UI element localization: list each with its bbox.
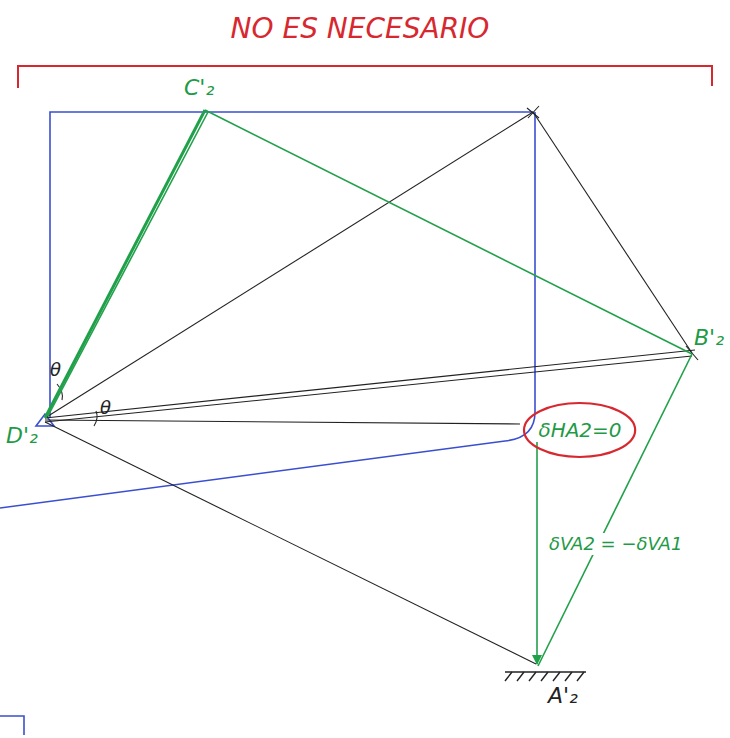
original-outline: [0, 112, 535, 735]
displacement-label: δVA2 = −δVA1: [546, 533, 685, 555]
point-label: A'₂: [548, 684, 578, 708]
point-label: D'₂: [6, 424, 38, 448]
point-label: C'₂: [184, 76, 214, 100]
note-heading: NO ES NECESARIO: [231, 14, 490, 45]
point-label: B'₂: [694, 326, 724, 350]
construction-lines: [45, 106, 698, 664]
deformed-shape: [45, 110, 692, 666]
displacement-label: δHA2=0: [536, 418, 623, 442]
circled-note: δHA2=0: [522, 401, 637, 459]
bracket: [18, 66, 712, 88]
ellipse-outline: [524, 403, 635, 457]
ground-support: [505, 672, 586, 681]
angle-label: θ: [100, 398, 111, 418]
angle-label: θ: [50, 360, 61, 380]
